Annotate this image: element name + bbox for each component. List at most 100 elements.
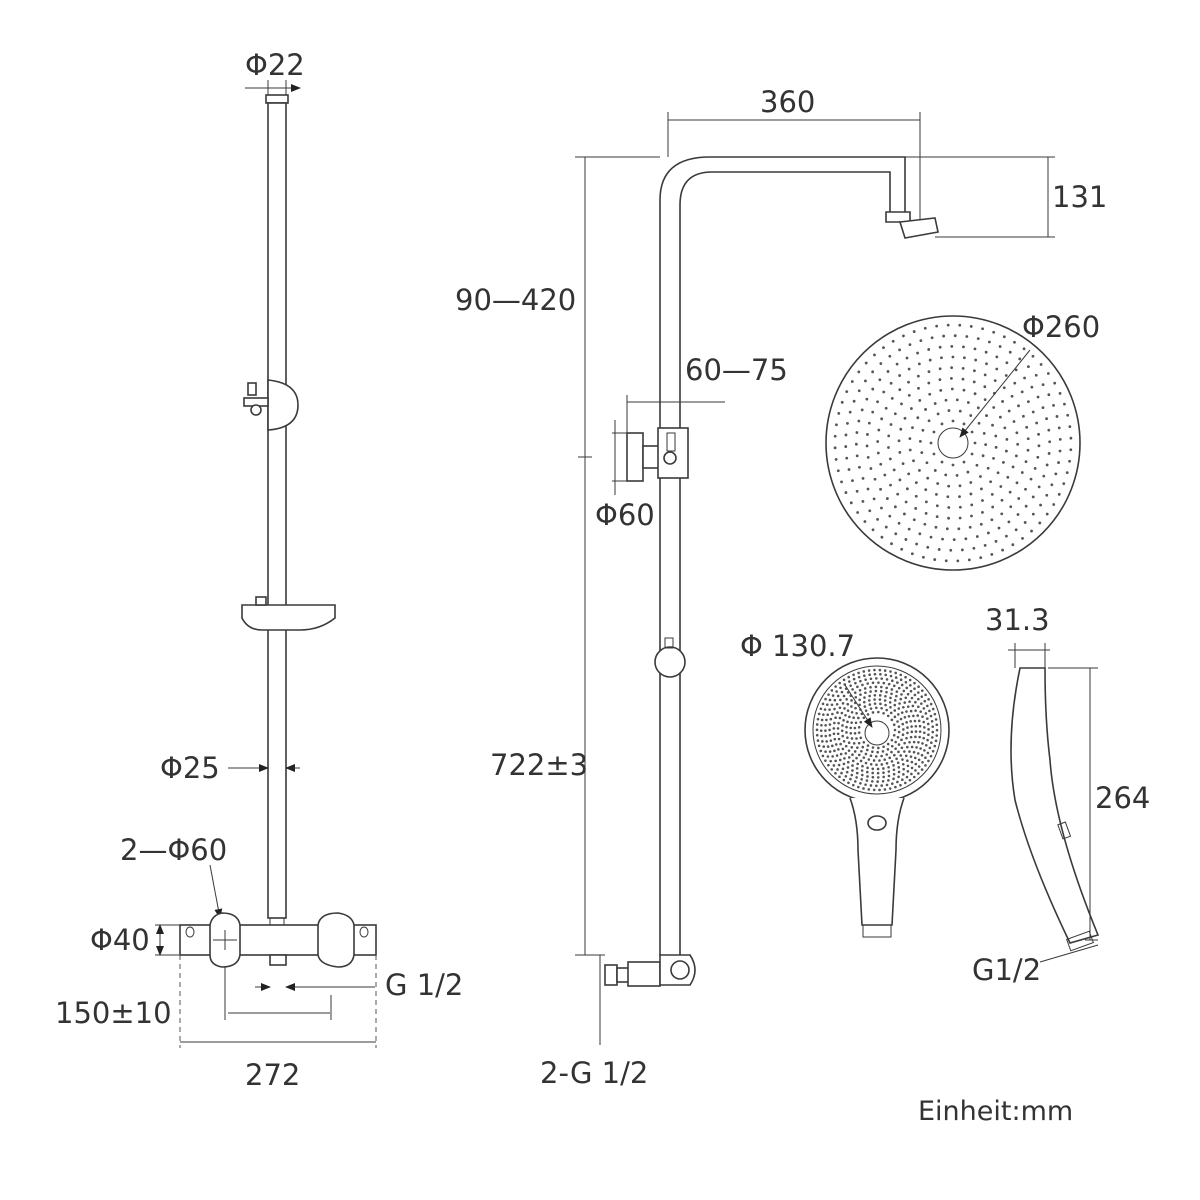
nozzle-dot	[917, 685, 920, 689]
nozzle-dot	[958, 516, 962, 520]
nozzle-dot	[927, 759, 930, 763]
nozzle-dot	[920, 768, 924, 771]
nozzle-dot	[917, 719, 921, 723]
nozzle-dot	[858, 465, 861, 469]
nozzle-dot	[1024, 460, 1028, 464]
nozzle-dot	[1036, 395, 1040, 399]
wall-bracket	[267, 379, 299, 431]
nozzle-dot	[900, 402, 903, 406]
nozzle-dot	[860, 777, 863, 781]
nozzle-dot	[903, 715, 907, 719]
nozzle-dot	[836, 694, 840, 698]
nozzle-dot	[841, 724, 844, 727]
nozzle-dot	[976, 406, 980, 410]
nozzle-dot	[1033, 467, 1037, 470]
nozzle-dot	[868, 699, 871, 702]
nozzle-dot	[847, 756, 851, 759]
nozzle-dot	[866, 744, 870, 747]
nozzle-dot	[917, 772, 920, 775]
hand-shower-view: Φ 130.7	[740, 629, 950, 938]
nozzle-dot	[958, 505, 962, 509]
nozzle-dot	[837, 411, 841, 415]
nozzle-dot	[973, 347, 977, 351]
nozzle-dot	[887, 779, 890, 782]
nozzle-dot	[893, 505, 897, 509]
nozzle-dot	[936, 412, 940, 416]
nozzle-dot	[1068, 459, 1071, 463]
nozzle-dot	[922, 720, 926, 724]
nozzle-dot	[887, 434, 891, 438]
nozzle-dot	[998, 415, 1002, 419]
nozzle-dot	[923, 726, 926, 729]
nozzle-dot	[1023, 521, 1027, 524]
nozzle-dot	[940, 460, 944, 464]
nozzle-dot	[906, 705, 910, 708]
nozzle-dot	[827, 693, 830, 696]
nozzle-dot	[944, 398, 948, 402]
nozzle-dot	[926, 717, 929, 720]
nozzle-dot	[927, 348, 931, 351]
nozzle-dot	[992, 330, 996, 334]
nozzle-dot	[897, 743, 901, 746]
nozzle-dot	[921, 428, 925, 432]
nozzle-dot	[1037, 432, 1040, 436]
nozzle-dot	[828, 734, 832, 737]
nozzle-dot	[995, 355, 999, 359]
nozzle-dot	[946, 495, 950, 499]
nozzle-dot	[909, 689, 913, 693]
nozzle-dot	[887, 765, 890, 769]
nozzle-dot	[1029, 477, 1033, 481]
nozzle-dot	[962, 388, 966, 392]
nozzle-dot	[882, 681, 886, 685]
nozzle-dot	[873, 353, 876, 357]
nozzle-dot	[935, 734, 939, 737]
side-view: 360 131 90—420 722±3 60—75 Φ60 2-G	[455, 85, 1107, 1090]
nozzle-dot	[924, 511, 928, 515]
nozzle-dot	[1047, 452, 1051, 455]
nozzle-dot	[931, 749, 935, 753]
nozzle-dot	[882, 390, 886, 394]
nozzle-dot	[861, 499, 865, 503]
nozzle-dot	[1016, 442, 1020, 446]
nozzle-dot	[1009, 505, 1013, 509]
nozzle-dot	[1058, 392, 1062, 395]
nozzle-dot	[903, 741, 906, 745]
nozzle-dot	[950, 344, 954, 348]
nozzle-dot	[1036, 455, 1040, 459]
nozzle-dot	[816, 739, 820, 742]
nozzle-dot	[905, 736, 908, 740]
nozzle-dot	[857, 675, 861, 679]
nozzle-dot	[857, 370, 861, 374]
nozzle-dot	[894, 740, 897, 744]
nozzle-dot	[845, 390, 849, 394]
nozzle-dot	[935, 504, 939, 508]
nozzle-dot	[970, 452, 974, 456]
hand-shower-face	[804, 657, 950, 803]
hand-shower-holder	[241, 604, 336, 631]
nozzle-dot	[984, 443, 988, 447]
nozzle-dot	[919, 710, 922, 713]
nozzle-dot	[852, 673, 855, 677]
nozzle-dot	[897, 439, 901, 443]
nozzle-dot	[923, 522, 927, 526]
nozzle-dot	[917, 386, 920, 390]
nozzle-dot	[840, 480, 843, 484]
nozzle-dot	[1045, 512, 1049, 516]
nozzle-dot	[1057, 426, 1061, 430]
nozzle-dot	[893, 709, 897, 712]
nozzle-dot	[819, 707, 823, 711]
nozzle-dot	[869, 685, 872, 689]
nozzle-dot	[940, 422, 944, 426]
nozzle-dot	[829, 717, 833, 721]
nozzle-dot	[967, 558, 971, 562]
nozzle-dot	[868, 509, 872, 513]
nozzle-dot	[837, 721, 840, 725]
nozzle-dot	[983, 544, 987, 547]
nozzle-dot	[832, 732, 836, 736]
nozzle-dot	[862, 740, 866, 744]
nozzle-dot	[944, 559, 948, 563]
nozzle-dot	[1038, 521, 1042, 525]
nozzle-dot	[864, 361, 868, 365]
nozzle-dot	[1004, 374, 1008, 377]
nozzle-dot	[824, 750, 827, 753]
